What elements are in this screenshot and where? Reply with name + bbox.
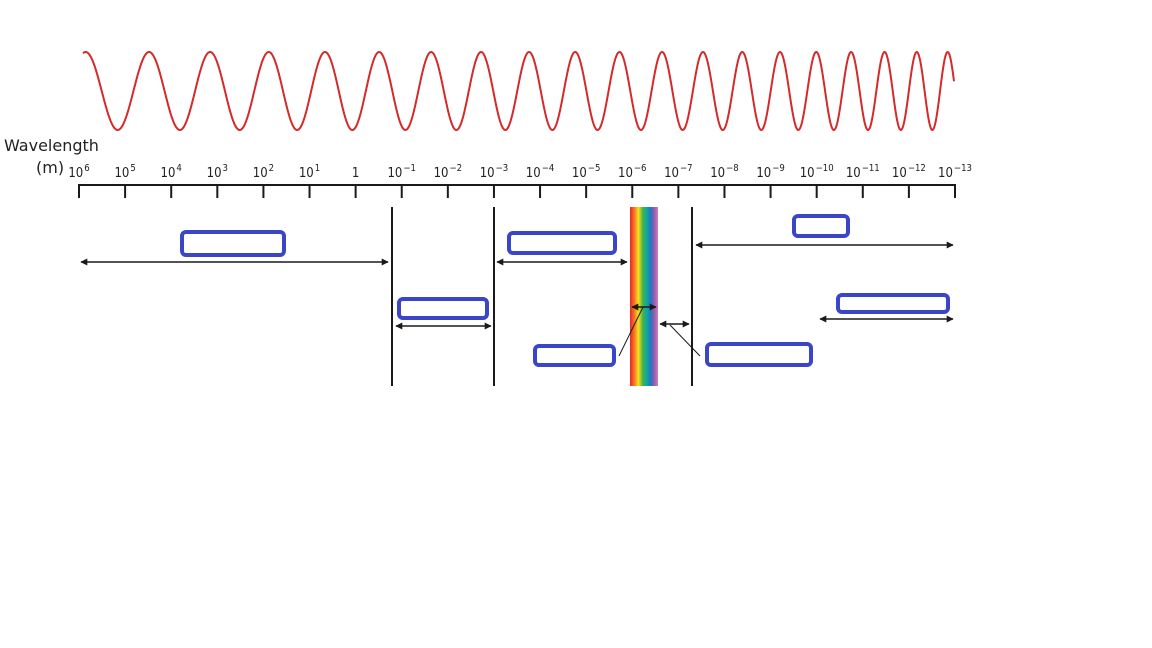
tick-label-exponent: 1 xyxy=(315,163,320,174)
tick-label: 105 xyxy=(114,163,135,181)
tick-label-exponent: −5 xyxy=(588,163,601,174)
tick-label: 10−9 xyxy=(756,163,785,181)
tick-marks xyxy=(78,184,956,198)
tick-label-exponent: −8 xyxy=(726,163,739,174)
tick-label-exponent: −11 xyxy=(862,163,880,174)
tick-label-exponent: 2 xyxy=(269,163,274,174)
tick-label-base: 10 xyxy=(800,166,815,181)
tick-label-base: 1 xyxy=(352,166,359,181)
tick-label-exponent: −12 xyxy=(908,163,926,174)
tick-label: 104 xyxy=(161,163,182,181)
answer-box[interactable] xyxy=(507,231,617,255)
answer-box[interactable] xyxy=(533,344,616,367)
tick-label-base: 10 xyxy=(68,166,83,181)
tick-label: 10−4 xyxy=(526,163,555,181)
answer-box[interactable] xyxy=(836,293,950,314)
tick-label-base: 10 xyxy=(114,166,129,181)
tick-label-base: 10 xyxy=(526,166,541,181)
tick-label: 10−2 xyxy=(434,163,463,181)
tick-label-base: 10 xyxy=(846,166,861,181)
leader-line xyxy=(618,306,644,357)
tick-label-base: 10 xyxy=(434,166,449,181)
tick-label-exponent: 5 xyxy=(130,163,135,174)
tick-label: 10−13 xyxy=(938,163,972,181)
tick-label: 1 xyxy=(352,166,359,181)
answer-box[interactable] xyxy=(180,230,286,257)
tick-label: 102 xyxy=(253,163,274,181)
tick-label-base: 10 xyxy=(618,166,633,181)
tick-label: 101 xyxy=(299,163,320,181)
tick-label: 10−7 xyxy=(664,163,693,181)
tick-label-base: 10 xyxy=(938,166,953,181)
tick-label: 103 xyxy=(207,163,228,181)
tick-label-exponent: 4 xyxy=(176,163,181,174)
tick-label: 10−11 xyxy=(846,163,880,181)
tick-label-base: 10 xyxy=(207,166,222,181)
axis-title-wavelength: Wavelength xyxy=(4,136,99,155)
tick-label-base: 10 xyxy=(253,166,268,181)
answer-box[interactable] xyxy=(397,297,489,320)
tick-label-base: 10 xyxy=(572,166,587,181)
tick-label-exponent: −2 xyxy=(449,163,462,174)
tick-label: 10−10 xyxy=(800,163,834,181)
tick-label-exponent: −6 xyxy=(634,163,647,174)
tick-label-exponent: −10 xyxy=(816,163,834,174)
tick-label-exponent: −4 xyxy=(542,163,555,174)
wavelength-wave xyxy=(82,50,955,132)
tick-label-exponent: −3 xyxy=(496,163,509,174)
tick-label-exponent: −13 xyxy=(954,163,972,174)
tick-label-base: 10 xyxy=(299,166,314,181)
tick-label-exponent: −9 xyxy=(772,163,785,174)
tick-label-exponent: −1 xyxy=(403,163,416,174)
tick-label-base: 10 xyxy=(710,166,725,181)
tick-label-base: 10 xyxy=(161,166,176,181)
leader-line xyxy=(669,324,701,357)
tick-label-exponent: −7 xyxy=(680,163,693,174)
tick-label: 10−6 xyxy=(618,163,647,181)
tick-label-base: 10 xyxy=(892,166,907,181)
tick-label: 10−1 xyxy=(387,163,416,181)
tick-label-exponent: 6 xyxy=(84,163,89,174)
tick-label-exponent: 3 xyxy=(223,163,228,174)
tick-label-base: 10 xyxy=(480,166,495,181)
tick-label: 106 xyxy=(68,163,89,181)
tick-label: 10−5 xyxy=(572,163,601,181)
tick-label: 10−12 xyxy=(892,163,926,181)
tick-label-base: 10 xyxy=(664,166,679,181)
tick-label: 10−8 xyxy=(710,163,739,181)
tick-label: 10−3 xyxy=(480,163,509,181)
visible-spectrum-band xyxy=(630,207,658,386)
answer-box[interactable] xyxy=(792,214,850,238)
axis-title-unit: (m) xyxy=(36,158,64,177)
answer-box[interactable] xyxy=(705,342,813,367)
tick-label-base: 10 xyxy=(387,166,402,181)
tick-label-base: 10 xyxy=(756,166,771,181)
